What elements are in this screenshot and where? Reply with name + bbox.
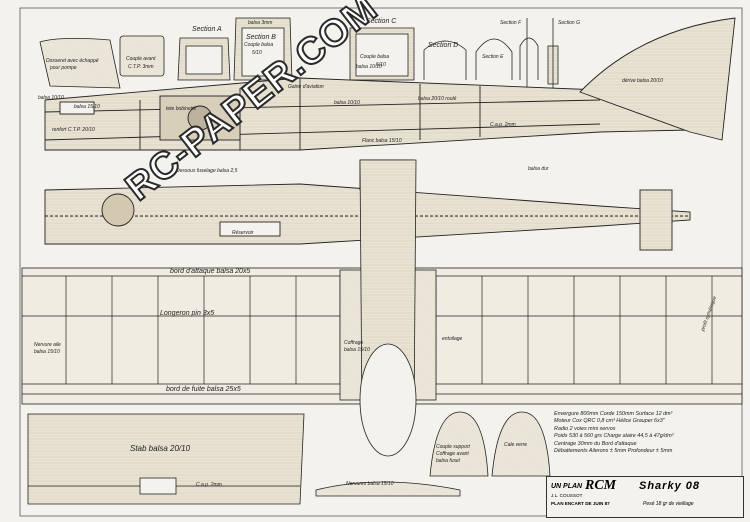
balsa-15-label: balsa 15/10 [74, 104, 100, 110]
side-view [44, 17, 736, 151]
section-c-label: Section C [366, 18, 397, 25]
balsa-10-label-3: balsa 10/10 [356, 64, 382, 70]
tete-bloc-label: tete bobinette [166, 106, 197, 112]
gaine-label: Gaine d'aviation [288, 84, 324, 90]
section-d-label: Section D [428, 42, 459, 49]
balsa-10-label-2: balsa 10/10 [334, 100, 360, 106]
spec-row: Débattements Ailerons ± 5mm Profondeur ±… [554, 448, 673, 455]
stab-label: Stab balsa 20/10 [130, 444, 191, 453]
stabilizer [27, 413, 305, 505]
renfort-label: renfort C.T.P. 20/10 [52, 127, 95, 133]
cap-label: C.a.p. 2mm [490, 122, 516, 128]
spec-row: Radio 2 voies mini servos [554, 425, 616, 432]
cap-label-2: C.a.p. 2mm [196, 482, 222, 488]
nervures-label: Nervures balsa 15/10 [346, 481, 394, 487]
nervure-aile-label-2: balsa 15/10 [34, 349, 60, 355]
spec-row: Moteur Cox QRC 0,8 cm³ Hélice Grauper 6x… [554, 418, 665, 425]
section-f-label: Section F [500, 20, 522, 26]
author-label: J.L. COUSSOT [551, 493, 583, 498]
section-b-label: Section B [246, 34, 276, 41]
brand-label: RCM [585, 478, 617, 493]
section-e-label: Section E [482, 54, 504, 60]
spec-row: Poids 530 à 560 grs Charge alaire 44,5 à… [554, 433, 674, 440]
section-c-desc: Couple balsa [360, 54, 390, 60]
weight-note: Pesé 18 gr de vieillage [643, 501, 694, 507]
longeron-label: Longeron pin 3x5 [160, 310, 215, 317]
bord-fuite-label: bord de fuite balsa 25x5 [166, 386, 241, 393]
spec-row: Envergure 800mm Corde 150mm Surface 12 d… [554, 411, 673, 417]
specifications: Envergure 800mm Corde 150mm Surface 12 d… [554, 411, 744, 471]
derive-label: dérive balsa 20/10 [622, 78, 663, 84]
couple-avant-label-2: C.T.P. 3mm [128, 64, 154, 70]
nervure-aile-label: Nervure aile [34, 342, 61, 348]
sheet-border [19, 7, 743, 517]
bord-attaque-label: bord d'attaque balsa 20x5 [170, 268, 251, 275]
coffrage-label: Coffrage [344, 340, 364, 346]
section-b-desc: Couple balsa [244, 42, 274, 48]
spec-row: Centrage 30mm du Bord d'attaque [554, 440, 637, 447]
sections-row [39, 17, 559, 89]
dosseret-label-2: pour pompe [50, 65, 77, 71]
dosseret-label: Dosseret avec échappé [46, 58, 99, 64]
coffrage-label-2: balsa 15/10 [344, 347, 370, 353]
section-g-label: Section G [558, 20, 580, 26]
section-b-material: balsa 3mm [248, 20, 273, 26]
title-block: UN PLAN RCM Sharky 08 J.L. COUSSOT PLAN … [546, 476, 744, 518]
entoilage-label: entoilage [442, 336, 463, 342]
model-name: Sharky 08 [639, 480, 700, 492]
cale-verre-label: Cale verre [504, 442, 528, 448]
flanc-label: Flanc balsa 15/10 [362, 138, 402, 144]
section-b-material-2: 5/10 [252, 50, 262, 56]
dessous-fuselage-label: Dessous fuselage balsa 2,5 [176, 168, 238, 174]
balsa-10-label: balsa 10/10 [38, 95, 64, 101]
plan-label: UN PLAN [551, 483, 583, 490]
couple-support-label-2: Coffrage avant [436, 451, 469, 457]
section-c-material: 5/10 [376, 62, 386, 68]
issue-label: PLAN ENCART DE JUIN 87 [551, 501, 610, 506]
rib-templates [315, 411, 551, 497]
balsa-20-roule-label: balsa 20/10 roulé [418, 96, 457, 102]
couple-avant-label: Couple avant [126, 56, 156, 62]
couple-support-label: Couple support [436, 444, 470, 450]
balsa-dur-label: balsa dur [528, 166, 549, 172]
canopy-view [359, 159, 417, 457]
section-a-label: Section A [192, 26, 222, 33]
couple-support-label-3: balsa fusel [436, 458, 460, 464]
reservoir-label: Réservoir [232, 230, 254, 236]
